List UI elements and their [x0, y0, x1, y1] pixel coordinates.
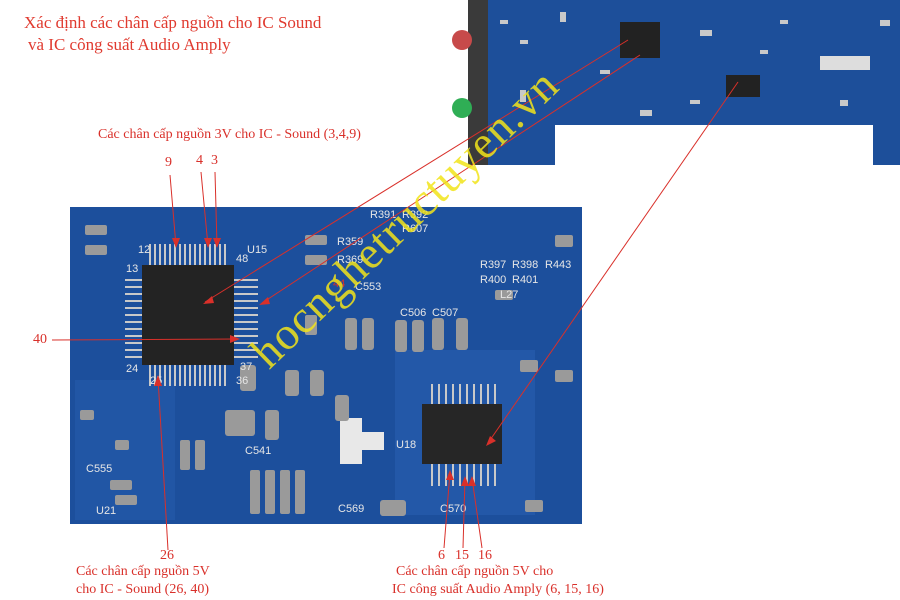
silk-r443: R443: [545, 259, 571, 271]
board-overview-photo: [452, 0, 900, 165]
label-amp-5v-line-2: IC công suất Audio Amply (6, 15, 16): [392, 582, 604, 597]
pin-label-9: 9: [165, 155, 172, 170]
pin-label-6: 6: [438, 548, 445, 563]
ic-sound-u15: [125, 244, 258, 386]
audio-jack-red: [452, 30, 472, 50]
silk-c569: C569: [338, 503, 364, 515]
pin-label-15: 15: [455, 548, 469, 563]
silk-13: 13: [126, 263, 138, 275]
silk-r369: R369: [337, 254, 363, 266]
pin-label-26: 26: [160, 548, 174, 563]
silk-r359: R359: [337, 236, 363, 248]
diagram-title: Xác định các chân cấp nguồn cho IC Sound…: [24, 12, 321, 56]
ic-amplifier-u18: [422, 384, 502, 486]
label-sound-5v: Các chân cấp nguồn 5V cho IC - Sound (26…: [76, 563, 210, 599]
silk-48: 48: [236, 253, 248, 265]
label-sound-5v-line-2: cho IC - Sound (26, 40): [76, 582, 209, 597]
label-amp-5v-line-1: Các chân cấp nguồn 5V cho: [396, 564, 554, 579]
board-closeup-photo: U15 12 13 24 25 36 37 48 R391 R392 R607 …: [70, 207, 582, 524]
silk-u21: U21: [96, 505, 116, 517]
pin-label-3: 3: [211, 153, 218, 168]
silk-r607: R607: [402, 223, 428, 235]
pin-label-40: 40: [33, 332, 47, 347]
silk-c555: C555: [86, 463, 112, 475]
silk-c553: C553: [355, 281, 381, 293]
silk-c506: C506: [400, 307, 426, 319]
label-sound-3v: Các chân cấp nguồn 3V cho IC - Sound (3,…: [98, 127, 361, 142]
label-sound-5v-line-1: Các chân cấp nguồn 5V: [76, 564, 210, 579]
pin-label-4: 4: [196, 153, 203, 168]
title-line-1: Xác định các chân cấp nguồn cho IC Sound: [24, 13, 322, 32]
silk-u15: U15: [247, 244, 267, 256]
silk-r392: R392: [402, 209, 428, 221]
silk-36: 36: [236, 375, 248, 387]
silk-44: 44: [333, 278, 345, 290]
silk-12: 12: [138, 244, 150, 256]
silk-c541: C541: [245, 445, 271, 457]
silk-u18: U18: [396, 439, 416, 451]
silk-24: 24: [126, 363, 138, 375]
audio-jack-green: [452, 98, 472, 118]
silk-37: 37: [240, 361, 252, 373]
label-amp-5v: Các chân cấp nguồn 5V cho IC công suất A…: [392, 563, 604, 599]
silk-r401: R401: [512, 274, 538, 286]
arrowheads: [154, 238, 496, 486]
silk-c570: C570: [440, 503, 466, 515]
silk-r391: R391: [370, 209, 396, 221]
silk-r400: R400: [480, 274, 506, 286]
silk-c507: C507: [432, 307, 458, 319]
pin-label-16: 16: [478, 548, 492, 563]
annotation-lines: [51, 39, 739, 551]
silk-l27: L27: [500, 289, 518, 301]
silk-r397: R397: [480, 259, 506, 271]
silk-r398: R398: [512, 259, 538, 271]
title-line-2: và IC công suất Audio Amply: [28, 35, 231, 54]
